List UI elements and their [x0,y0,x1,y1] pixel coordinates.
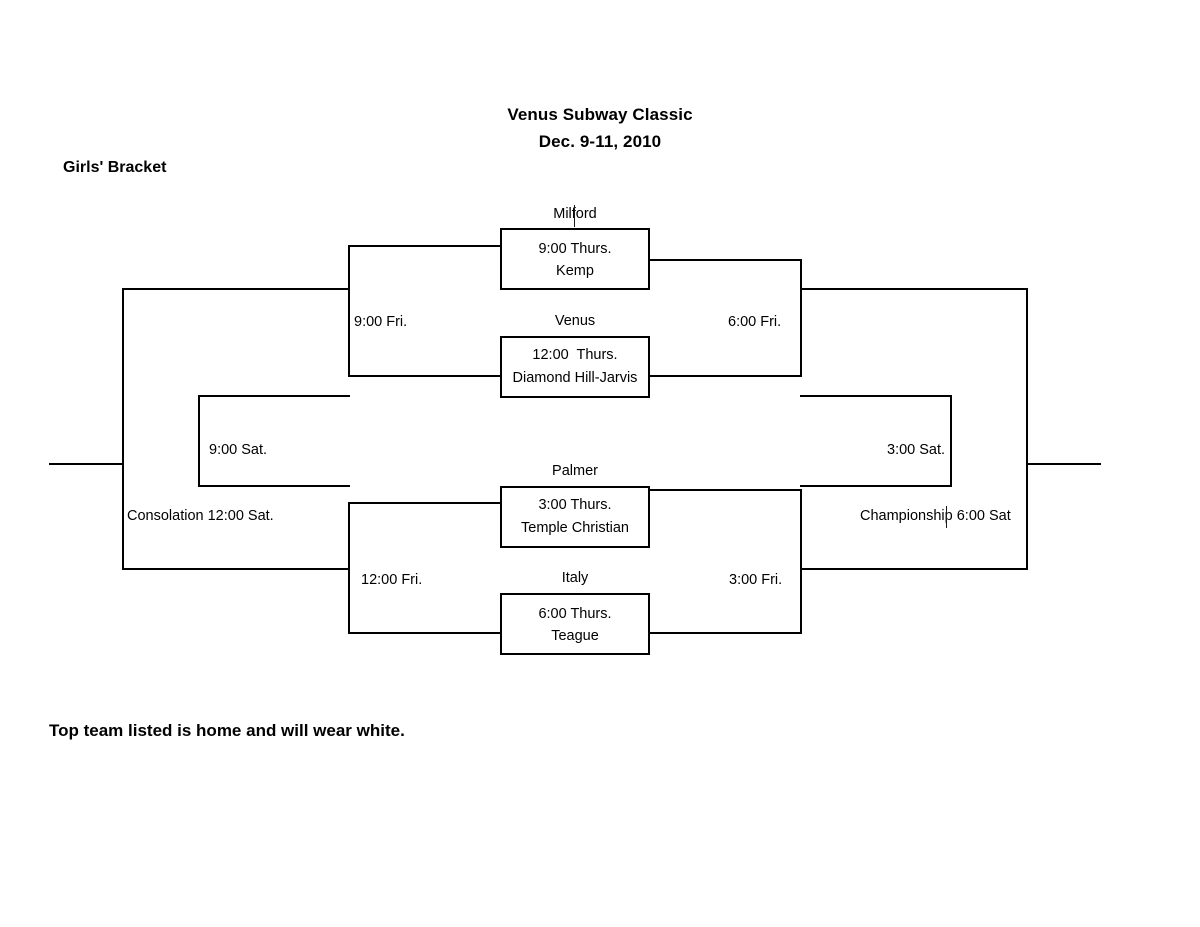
connector-game4-right [650,632,802,634]
championship-spine [1026,288,1028,570]
game1-time: 9:00 Thurs. [538,241,612,257]
text-caret-artifact-milford [574,205,575,227]
team-label-game3-top: Palmer [552,463,598,479]
bracket-label: Girls' Bracket [63,159,167,176]
game3-bottom-team: Temple Christian [521,520,629,536]
semifinal-upper-left-vertical [348,245,350,377]
team-label-game1-top: Milford [553,206,597,222]
consolation-top-arm [122,288,350,290]
label-upper-left-semifinal: 9:00 Fri. [352,314,410,330]
team-label-game2-top: Venus [554,313,596,329]
label-right-inner-bracket: 3:00 Sat. [885,442,948,458]
consolation-spine [122,288,124,570]
right-inner-top-arm [800,395,952,397]
game2-time: 12:00 Thurs. [532,347,618,363]
connector-game4-left [348,632,500,634]
connector-game1-left [348,245,500,247]
connector-game3-left [348,502,500,504]
label-championship-game: Championship 6:00 Sat [858,508,1013,524]
footer-note: Top team listed is home and will wear wh… [49,721,405,740]
left-inner-bottom-arm [198,485,350,487]
game-box-3[interactable]: 3:00 Thurs. Temple Christian [500,486,650,548]
game3-time: 3:00 Thurs. [538,497,612,513]
game-box-2[interactable]: 12:00 Thurs. Diamond Hill-Jarvis [500,336,650,398]
right-inner-spine [950,395,952,487]
game2-bottom-team: Diamond Hill-Jarvis [512,370,638,386]
left-inner-top-arm [198,395,350,397]
left-inner-spine [198,395,200,487]
championship-top-arm [800,288,1028,290]
connector-game2-left [348,375,500,377]
semifinal-lower-right-vertical [800,489,802,634]
right-inner-bottom-arm [800,485,952,487]
consolation-bottom-arm [122,568,350,570]
label-consolation-game: Consolation 12:00 Sat. [125,508,276,524]
label-left-inner-bracket: 9:00 Sat. [207,442,270,458]
game4-time: 6:00 Thurs. [538,606,612,622]
label-lower-left-semifinal: 12:00 Fri. [359,572,425,588]
game-box-1[interactable]: 9:00 Thurs. Kemp [500,228,650,290]
game4-bottom-team: Teague [551,628,599,644]
page-title: Venus Subway Classic [507,105,693,124]
label-upper-right-semifinal: 6:00 Fri. [726,314,784,330]
consolation-winner-stub [49,463,124,465]
page-subtitle-dates: Dec. 9-11, 2010 [538,132,662,151]
semifinal-upper-right-vertical [800,259,802,377]
label-lower-right-semifinal: 3:00 Fri. [727,572,785,588]
connector-game1-right [650,259,802,261]
championship-bottom-arm [800,568,1028,570]
connector-game2-right [650,375,802,377]
connector-game3-right [650,489,802,491]
team-label-game4-top: Italy [561,570,589,586]
game-box-4[interactable]: 6:00 Thurs. Teague [500,593,650,655]
championship-winner-stub [1026,463,1101,465]
game1-bottom-team: Kemp [556,263,594,279]
text-caret-artifact-championship [946,506,947,528]
